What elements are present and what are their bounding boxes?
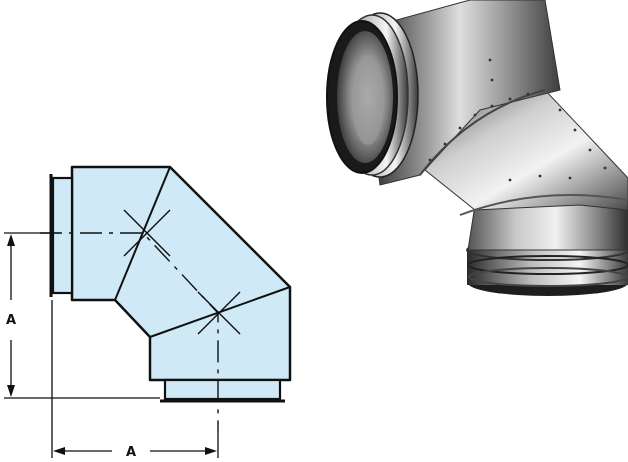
dimension-horizontal-label: A — [126, 445, 136, 460]
dimension-vertical-label: A — [6, 313, 16, 328]
inlet-collar — [51, 176, 74, 295]
centerline — [40, 232, 219, 432]
technical-drawing: A A — [4, 165, 292, 460]
elbow-photo-icon — [326, 0, 628, 296]
center-mark-upper — [123, 209, 171, 257]
elbow-body — [70, 165, 292, 382]
dimension-vertical — [4, 232, 160, 399]
center-mark-lower — [197, 291, 241, 335]
seam-upper — [114, 166, 171, 301]
dimension-horizontal — [51, 300, 219, 458]
outlet-collar — [163, 378, 282, 401]
